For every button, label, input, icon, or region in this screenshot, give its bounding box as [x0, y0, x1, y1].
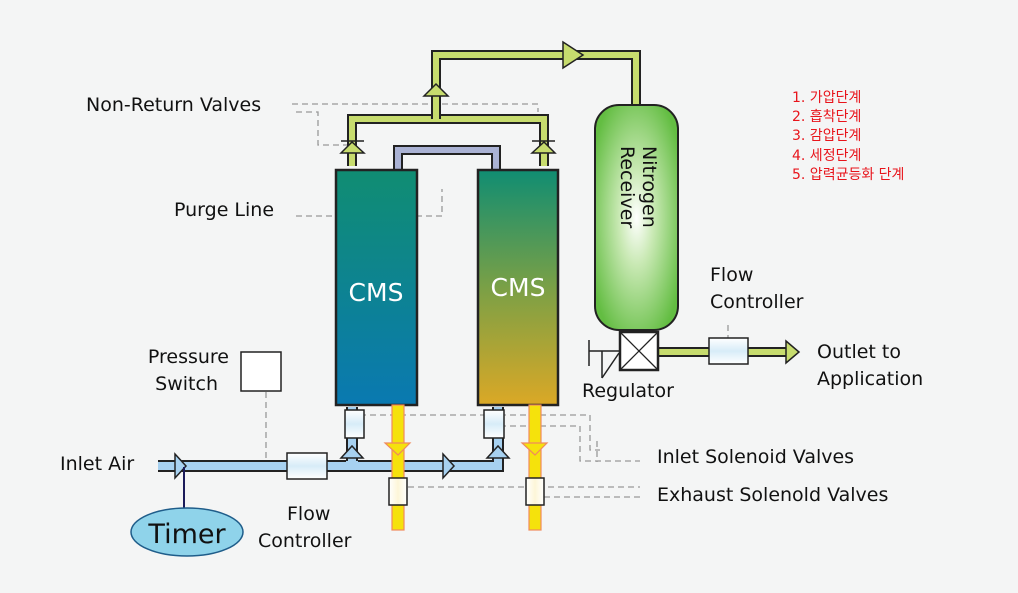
- step-item: 1. 가압단계: [792, 90, 861, 106]
- exhaust-line-left: [383, 404, 412, 531]
- receiver-label-2: Receiver: [616, 146, 638, 228]
- exhaust-solenoid-valve-right: [525, 477, 545, 506]
- air-valve-arrow-left: [339, 444, 365, 459]
- label-inlet-air: Inlet Air: [60, 453, 134, 475]
- step-item: 2. 흡착단계: [792, 109, 861, 125]
- inlet-solenoid-valve-right: [483, 409, 505, 439]
- label-flow-controller-inlet-1: Flow: [287, 503, 330, 525]
- label-exhaust-solenoid-valves: Exhaust Solenold Valves: [657, 484, 888, 506]
- label-regulator: Regulator: [582, 380, 674, 402]
- label-pressure-switch-2: Switch: [155, 373, 218, 395]
- flow-arrow-top: [562, 40, 585, 70]
- inlet-flow-controller: [286, 452, 328, 480]
- air-valve-arrow-right: [485, 444, 511, 459]
- outlet-flow-controller: [708, 337, 749, 365]
- non-return-valve-left: [339, 140, 366, 154]
- receiver-label-1: Nitrogen: [638, 146, 660, 228]
- nitrogen-receiver: Nitrogen Receiver: [594, 104, 679, 331]
- cms-right-label: CMS: [491, 273, 546, 302]
- inlet-arrow-icon: [174, 452, 188, 480]
- label-pressure-switch-1: Pressure: [148, 346, 229, 368]
- label-flow-controller-inlet-2: Controller: [258, 530, 352, 552]
- non-return-valve-center: [422, 82, 450, 97]
- mid-flow-arrow-icon: [442, 452, 456, 480]
- purge-line: [393, 145, 501, 172]
- step-item: 5. 압력균등화 단계: [792, 167, 904, 183]
- exhaust-solenoid-valve-left: [388, 477, 408, 506]
- regulator-icon: [588, 330, 660, 379]
- timer-label: Timer: [147, 519, 226, 550]
- label-non-return-valves: Non-Return Valves: [86, 94, 261, 116]
- label-flow-controller-outlet-1: Flow: [710, 264, 753, 286]
- step-item: 3. 감압단계: [792, 128, 861, 144]
- process-steps-list: 1. 가압단계 2. 흡착단계 3. 감압단계 4. 세정단계 5. 압력균등화…: [792, 90, 904, 183]
- step-item: 4. 세정단계: [792, 148, 861, 164]
- label-flow-controller-outlet-2: Controller: [710, 291, 804, 313]
- label-purge-line: Purge Line: [174, 199, 274, 221]
- cms-column-right: CMS: [476, 168, 560, 407]
- cms-left-label: CMS: [349, 278, 404, 307]
- label-outlet-2: Application: [817, 368, 923, 390]
- timer: Timer: [130, 507, 244, 557]
- label-inlet-solenoid-valves: Inlet Solenoid Valves: [657, 446, 854, 468]
- outlet-arrow-icon: [785, 339, 801, 365]
- exhaust-line-right: [520, 404, 549, 531]
- label-outlet-1: Outlet to: [817, 341, 901, 363]
- cms-column-left: CMS: [334, 168, 419, 407]
- inlet-solenoid-valve-left: [344, 409, 365, 439]
- pressure-switch-box: [240, 351, 282, 392]
- non-return-valve-right: [530, 140, 557, 154]
